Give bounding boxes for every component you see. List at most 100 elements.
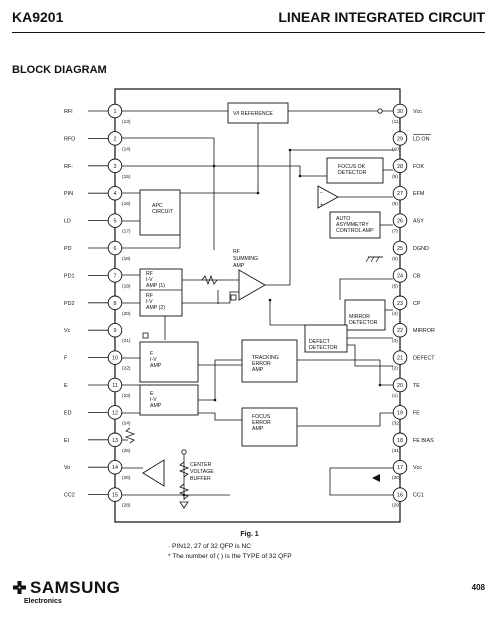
focus-ok-detector-label-1: DETECTOR [338, 170, 367, 176]
e-iv-amp-label-2: AMP [150, 403, 162, 409]
ground-hatch [365, 256, 370, 263]
junction-dot [288, 148, 292, 152]
pin-right-17: 17(30)Vcc [392, 459, 422, 481]
pin-circle [392, 459, 408, 475]
rf-summing-label-2: AMP [233, 263, 245, 269]
e-iv-amp-label-1: I-V [150, 397, 157, 403]
auto-asymmetry-amp-box [329, 211, 381, 239]
pin-qfp-number: (2) [392, 366, 398, 372]
pin-qfp-number: (16) [122, 201, 131, 207]
pin-label: PD2 [64, 301, 75, 307]
pin-number: 3 [114, 164, 117, 170]
pin-right-23: 23(4)CP [392, 295, 421, 317]
center-buffer-label-2: BUFFER [190, 476, 211, 482]
pin-circle [107, 213, 123, 228]
pin-label: Vc [64, 328, 71, 334]
pin-label: RFI [64, 109, 73, 115]
pin-qfp-number: (7) [392, 229, 398, 235]
note-nc: · PIN12, 27 of 32 QFP is NC [168, 543, 252, 550]
rf-iv-amp-block [139, 268, 183, 317]
pin-circle [392, 432, 408, 448]
junction-dot [212, 164, 216, 168]
pin-circle [107, 185, 123, 201]
pin-label: Vo [64, 465, 70, 471]
pin-qfp-number: (19) [122, 283, 131, 289]
pin-number: 5 [114, 219, 117, 225]
pin-label: RFO [64, 136, 75, 142]
pin-qfp-number: (13) [122, 119, 131, 125]
wire-e-out [198, 359, 242, 401]
pin-qfp-number: (20) [122, 311, 131, 317]
header-part-number: KA9201 [12, 9, 64, 25]
pin-number: 9 [114, 328, 117, 334]
rf-capacitor-icon [230, 294, 237, 301]
apc-circuit-box [139, 189, 181, 236]
pin-circle [107, 240, 123, 256]
pin-circle [107, 459, 123, 475]
iv2-label-1: I-V [146, 299, 153, 305]
focus-ok-detector-label-0: FOCUS OK [338, 164, 366, 170]
resistor-icon [201, 274, 218, 286]
ground-hatch [375, 256, 380, 263]
pin-number: 11 [112, 383, 118, 389]
pin-circle [392, 158, 408, 174]
pin-qfp-number: (4) [392, 311, 398, 317]
junction-dot [268, 298, 272, 302]
pin-qfp-number: (3) [392, 338, 398, 344]
pin-circle [107, 405, 123, 420]
pin-qfp-number: (21) [122, 338, 131, 344]
section-title: BLOCK DIAGRAM [12, 64, 107, 76]
auto-asymmetry-amp-label-1: ASYMMETRY [336, 222, 369, 228]
pin-number: 28 [397, 164, 403, 170]
pin-qfp-number: (31) [392, 448, 401, 454]
pin-right-26: 26 (7) ASY [392, 213, 424, 235]
pin-qfp-number: (25) [122, 448, 131, 454]
ground-arrow-icon [179, 501, 189, 509]
pin-label: FE BIAS [413, 438, 434, 444]
pin-number: 10 [112, 356, 118, 362]
header-rule [12, 32, 485, 33]
pin-label: MIRROR [413, 328, 435, 334]
samsung-logo-icon [13, 581, 26, 594]
pin-right-30: 30(11)Vcc [392, 103, 422, 125]
pin-label: ASY [413, 219, 424, 225]
pin-number: 26 [397, 219, 403, 225]
vi-reference-block: V/I REFERENCE [227, 102, 289, 124]
pin-label: EI [64, 438, 69, 444]
pin-number: 15 [112, 493, 118, 499]
focus-error-amp-label-2: AMP [252, 426, 264, 432]
iv2-label-2: AMP (2) [146, 305, 165, 311]
samsung-logo: SAMSUNG [13, 578, 120, 598]
pin-qfp-number: (6) [392, 256, 398, 262]
f-iv-amp-label-0: F [150, 351, 153, 357]
pin-qfp-number: (26) [122, 475, 131, 481]
vi-reference-block-label-0: V/I REFERENCE [233, 111, 273, 117]
pin-number: 24 [397, 273, 403, 279]
pin-circle [392, 240, 408, 256]
tracking-error-amp-label-0: TRACKING [252, 355, 279, 361]
mirror-detector-box [344, 299, 386, 331]
defect-detector-label-1: DETECTOR [309, 345, 338, 351]
iv1-label-0: RF [146, 271, 153, 277]
pin-label: E [64, 383, 68, 389]
pin-number: 30 [397, 109, 403, 115]
pin-label: CB [413, 273, 421, 279]
center-buffer-opamp [142, 459, 165, 487]
pin-qfp-number: (8) [392, 201, 398, 207]
wire-rf-out [265, 149, 395, 286]
pin-qfp-number: (18) [122, 256, 131, 262]
pin-left-9: Vc 9 (21) [64, 322, 131, 344]
opamp-plus: + [320, 202, 323, 208]
pin-qfp-number: (15) [122, 174, 131, 180]
